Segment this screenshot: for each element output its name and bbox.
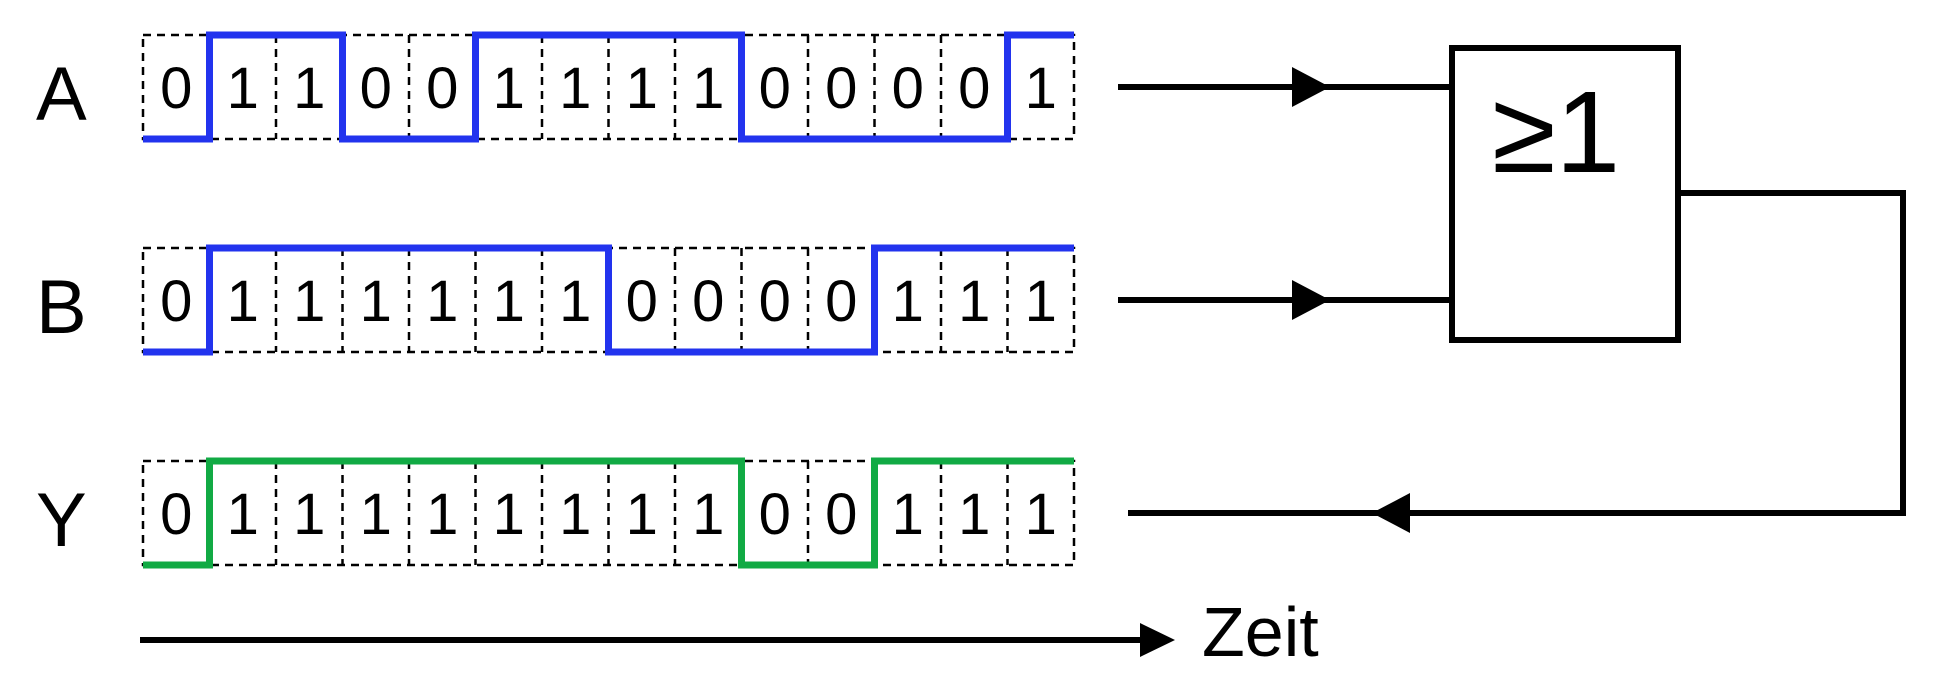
waveform-a xyxy=(143,31,1074,143)
bit-value: 1 xyxy=(293,269,325,334)
time-axis-label: Zeit xyxy=(1202,593,1319,671)
bit-value: 0 xyxy=(160,482,192,547)
bit-value: 0 xyxy=(626,269,658,334)
bit-value: 1 xyxy=(493,482,525,547)
time-axis-arrowhead xyxy=(1140,623,1175,657)
bit-value: 0 xyxy=(759,56,791,121)
arrowhead-a xyxy=(1292,67,1330,107)
waveform-line-a xyxy=(143,31,1074,143)
arrowhead-y xyxy=(1372,493,1410,533)
signal-label-y: Y xyxy=(36,478,87,563)
arrowhead-b xyxy=(1292,280,1330,320)
output-wire-y xyxy=(1128,190,1906,533)
input-wire-b xyxy=(1118,280,1452,320)
signal-label-a: A xyxy=(36,52,87,137)
bit-value: 1 xyxy=(892,269,924,334)
bit-value: 1 xyxy=(360,482,392,547)
bit-value: 1 xyxy=(559,482,591,547)
signal-label-b: B xyxy=(36,265,87,350)
bit-value: 1 xyxy=(958,269,990,334)
bit-value: 1 xyxy=(692,482,724,547)
bit-value: 1 xyxy=(227,269,259,334)
wires xyxy=(1118,67,1906,533)
bit-value: 1 xyxy=(1025,269,1057,334)
bit-value: 1 xyxy=(493,56,525,121)
waveform-line-b xyxy=(143,244,1074,356)
bit-value: 0 xyxy=(759,269,791,334)
input-wire-a xyxy=(1118,67,1452,107)
bit-value: 1 xyxy=(293,56,325,121)
bit-value: 0 xyxy=(759,482,791,547)
bit-value: 0 xyxy=(825,269,857,334)
gate-symbol-label: ≥1 xyxy=(1492,67,1620,197)
bit-value: 0 xyxy=(160,269,192,334)
bit-value: 1 xyxy=(958,482,990,547)
bit-value: 0 xyxy=(360,56,392,121)
time-axis: Zeit xyxy=(140,593,1319,671)
bit-value: 0 xyxy=(160,56,192,121)
bit-value: 0 xyxy=(825,56,857,121)
bit-value: 1 xyxy=(493,269,525,334)
bit-value: 1 xyxy=(892,482,924,547)
bit-value: 0 xyxy=(692,269,724,334)
bit-value: 1 xyxy=(227,482,259,547)
bit-value: 1 xyxy=(227,56,259,121)
bit-value: 1 xyxy=(360,269,392,334)
bit-value: 0 xyxy=(892,56,924,121)
or-gate: ≥1 xyxy=(1449,45,1681,343)
waveform-y xyxy=(143,457,1074,569)
bit-value: 1 xyxy=(626,56,658,121)
waveform-b xyxy=(143,244,1074,356)
bit-value: 0 xyxy=(958,56,990,121)
bit-value: 0 xyxy=(426,56,458,121)
bit-value: 1 xyxy=(559,269,591,334)
bit-value: 1 xyxy=(559,56,591,121)
bit-value: 0 xyxy=(825,482,857,547)
bit-value: 1 xyxy=(1025,56,1057,121)
bit-value: 1 xyxy=(1025,482,1057,547)
bit-value: 1 xyxy=(293,482,325,547)
bit-value: 1 xyxy=(426,482,458,547)
bit-value: 1 xyxy=(626,482,658,547)
bit-value: 1 xyxy=(426,269,458,334)
waveform-line-y xyxy=(143,457,1074,569)
bit-value: 1 xyxy=(692,56,724,121)
